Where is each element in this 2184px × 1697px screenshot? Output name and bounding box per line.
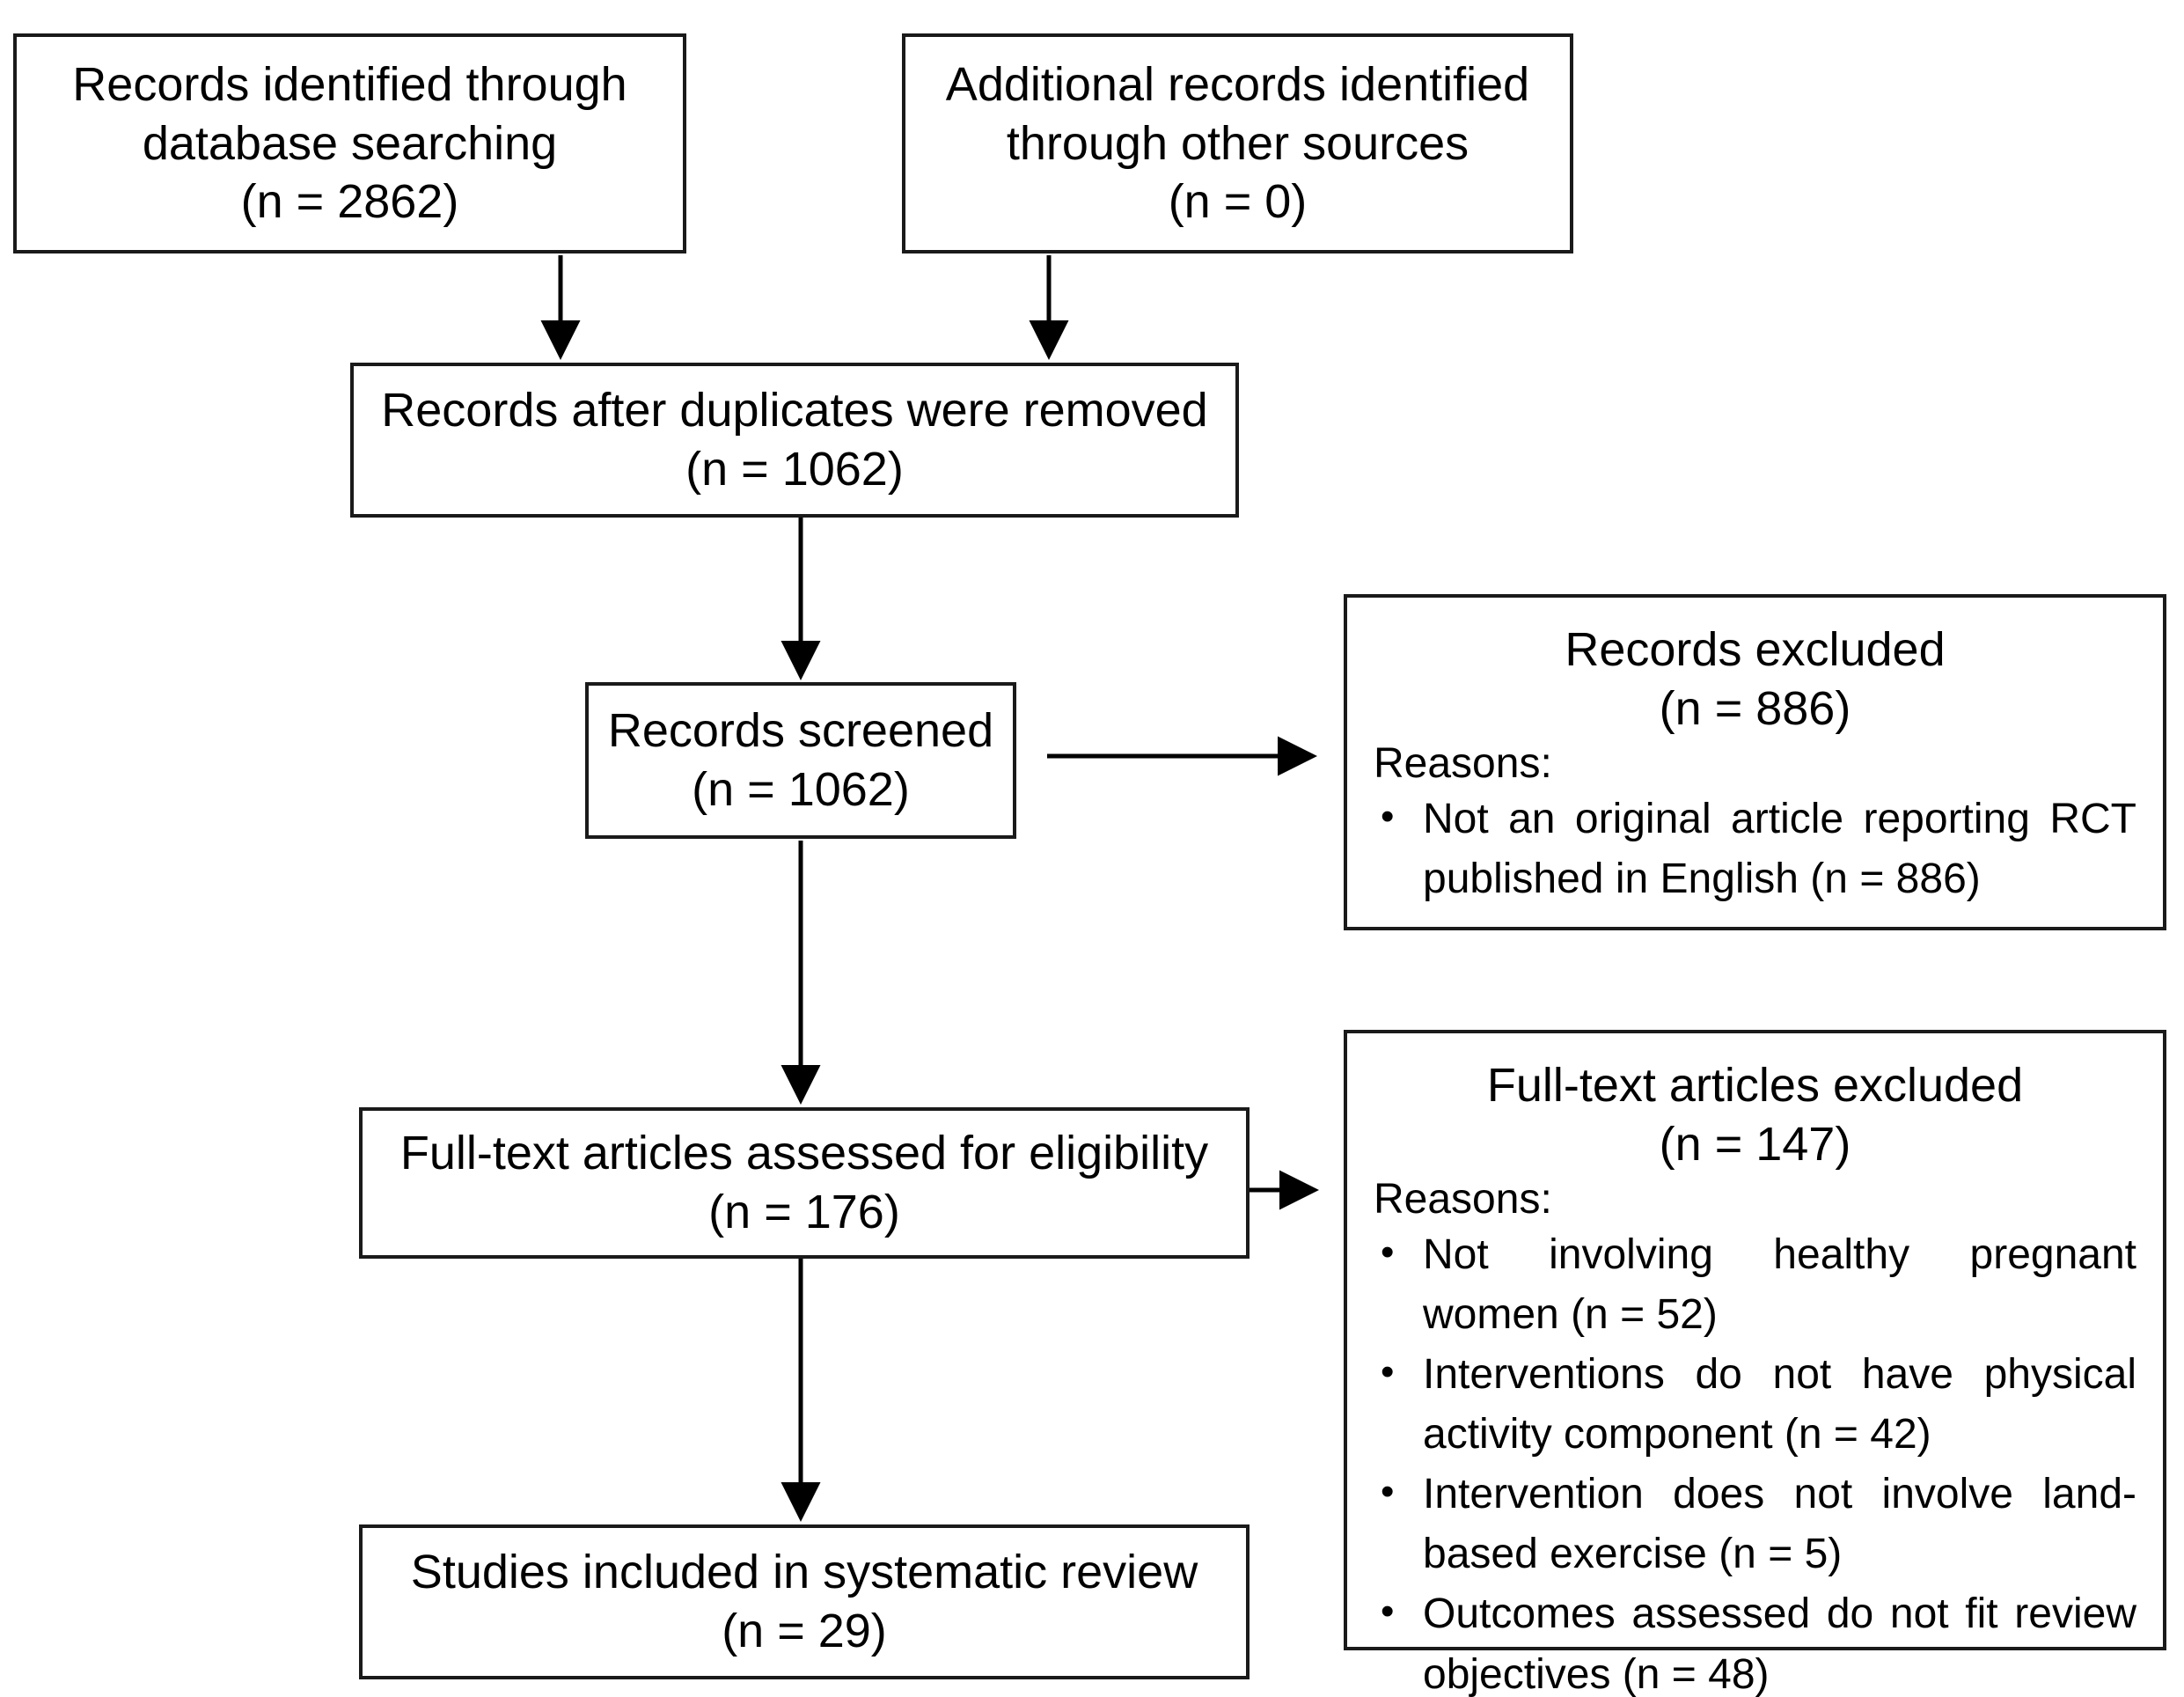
- fulltext-excluded-count: (n = 147): [1659, 1117, 1851, 1171]
- box-count: (n = 1062): [685, 443, 904, 496]
- box-line: Additional records identified: [945, 57, 1530, 111]
- box-fulltext-assessed: Full-text articles assessed for eligibil…: [359, 1107, 1250, 1259]
- list-item: Intervention does not involve land-based…: [1374, 1465, 2136, 1584]
- box-count: (n = 176): [708, 1186, 900, 1238]
- records-excluded-count: (n = 886): [1659, 681, 1851, 735]
- box-studies-included: Studies included in systematic review (n…: [359, 1524, 1250, 1679]
- list-item: Not involving healthy pregnant women (n …: [1374, 1225, 2136, 1345]
- records-excluded-reasons-list: Not an original article reporting RCT pu…: [1374, 790, 2136, 909]
- fulltext-excluded-reasons-list: Not involving healthy pregnant women (n …: [1374, 1225, 2136, 1697]
- list-item: Outcomes assessed do not fit review obje…: [1374, 1584, 2136, 1697]
- list-item: Not an original article reporting RCT pu…: [1374, 790, 2136, 909]
- box-line: database searching: [142, 116, 558, 170]
- fulltext-excluded-heading: Full-text articles excluded: [1486, 1059, 2024, 1112]
- box-line: Records after duplicates were removed: [381, 384, 1208, 437]
- box-line: Studies included in systematic review: [410, 1546, 1198, 1599]
- reasons-label: Reasons:: [1374, 1175, 1552, 1223]
- box-fulltext-excluded: Full-text articles excluded (n = 147) Re…: [1344, 1030, 2166, 1697]
- box-records-screened: Records screened (n = 1062): [585, 682, 1016, 839]
- box-records-identified-other: Additional records identified through ot…: [902, 33, 1573, 253]
- box-count: (n = 29): [722, 1605, 887, 1657]
- list-item: Interventions do not have physical activ…: [1374, 1345, 2136, 1465]
- box-line: through other sources: [1006, 116, 1469, 170]
- box-count: (n = 1062): [692, 763, 910, 816]
- box-line: Records identified through: [72, 57, 627, 111]
- box-records-excluded: Records excluded (n = 886) Reasons: Not …: [1344, 594, 2166, 930]
- reasons-label: Reasons:: [1374, 739, 1552, 787]
- box-line: Full-text articles assessed for eligibil…: [399, 1127, 1209, 1180]
- records-excluded-heading: Records excluded: [1565, 623, 1946, 676]
- box-records-after-duplicates: Records after duplicates were removed (n…: [350, 363, 1239, 518]
- box-count: (n = 0): [1168, 175, 1308, 229]
- box-records-identified-database: Records identified through database sear…: [13, 33, 686, 253]
- box-line: Records screened: [607, 704, 994, 758]
- box-count: (n = 2862): [240, 175, 459, 229]
